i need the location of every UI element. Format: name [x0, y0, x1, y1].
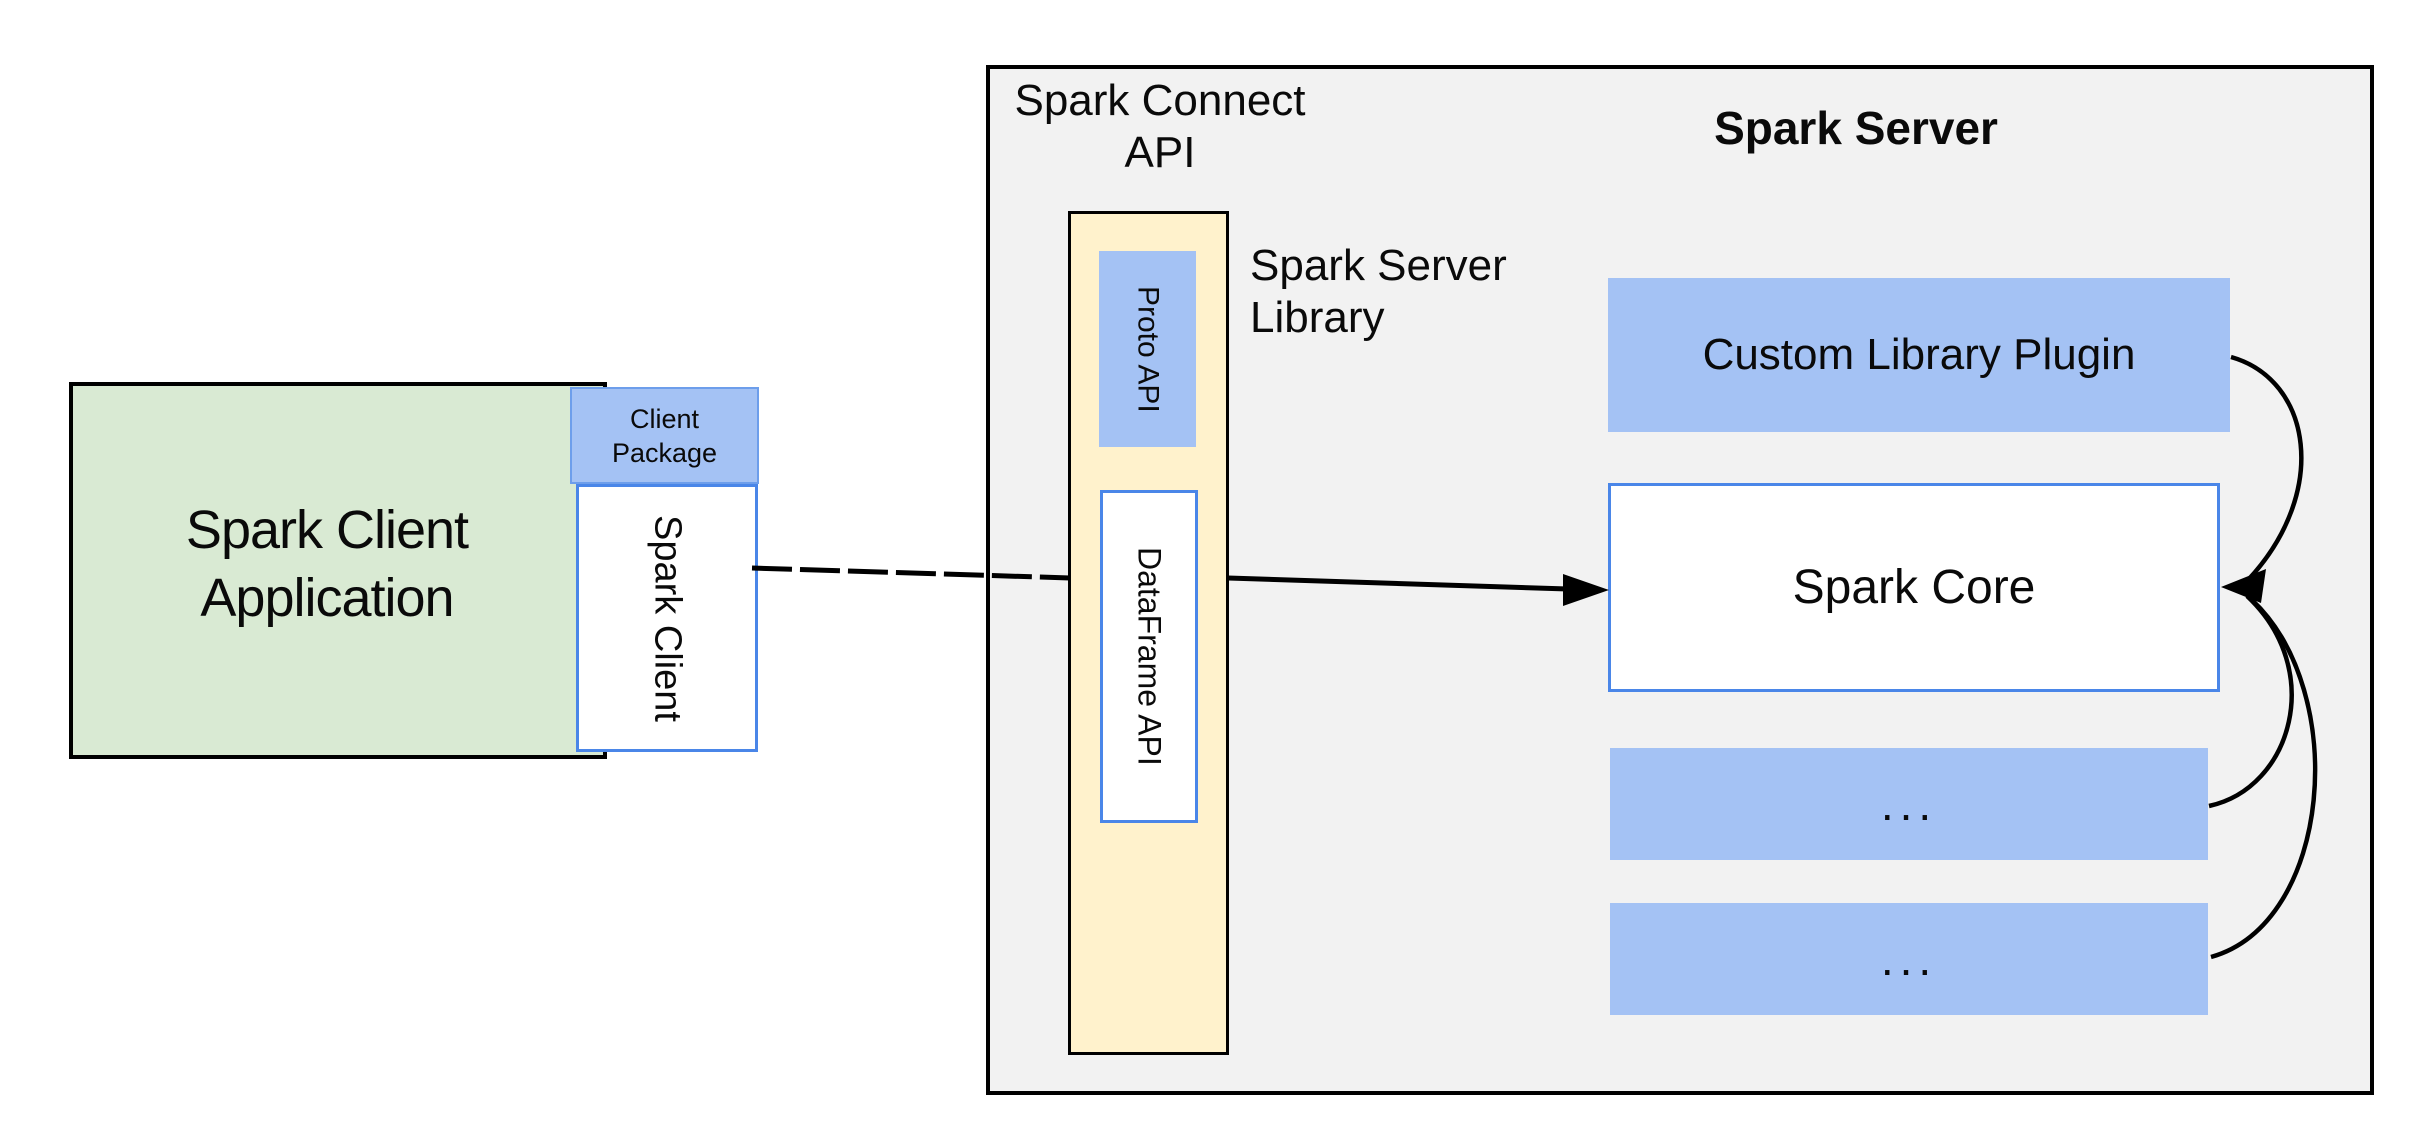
- client-package-line1: Client: [629, 403, 700, 434]
- spark-connect-api-title-line2: API: [1124, 128, 1196, 177]
- plugin-slot-label-1: ...: [1880, 778, 1938, 830]
- dataframe-api-box: DataFrame API: [1100, 490, 1198, 823]
- spark-client-application-line1: Spark Client: [185, 500, 469, 560]
- custom-library-plugin-box: Custom Library Plugin: [1608, 278, 2230, 432]
- plugin-slot-box-2: ...: [1610, 903, 2208, 1015]
- proto-api-label: Proto API: [1131, 285, 1165, 413]
- spark-client-application-box: [69, 382, 607, 759]
- proto-api-box: Proto API: [1099, 251, 1196, 447]
- plugin-slot-box-1: ...: [1610, 748, 2208, 860]
- plugin-slot-label-2: ...: [1880, 933, 1938, 985]
- spark-client-box: Spark Client: [576, 484, 758, 752]
- spark-client-application-line2: Application: [200, 568, 454, 628]
- spark-server-title: Spark Server: [1714, 102, 1998, 154]
- spark-client-label: Spark Client: [646, 514, 689, 722]
- spark-server-library-label: Spark Server Library: [1250, 240, 1670, 344]
- spark-server-library-line2: Library: [1250, 293, 1385, 342]
- client-package-line2: Package: [611, 437, 718, 468]
- spark-server-library-line1: Spark Server: [1250, 241, 1507, 290]
- custom-library-plugin-label: Custom Library Plugin: [1702, 330, 2136, 379]
- spark-core-label: Spark Core: [1792, 561, 2036, 614]
- client-package-box: Client Package: [570, 387, 759, 484]
- dataframe-api-label: DataFrame API: [1131, 547, 1168, 766]
- spark-client-application-label: Spark Client Application: [69, 496, 585, 632]
- spark-core-box: Spark Core: [1608, 483, 2220, 692]
- spark-connect-api-title: Spark Connect API: [985, 75, 1335, 179]
- spark-connect-api-title-line1: Spark Connect: [1014, 76, 1306, 125]
